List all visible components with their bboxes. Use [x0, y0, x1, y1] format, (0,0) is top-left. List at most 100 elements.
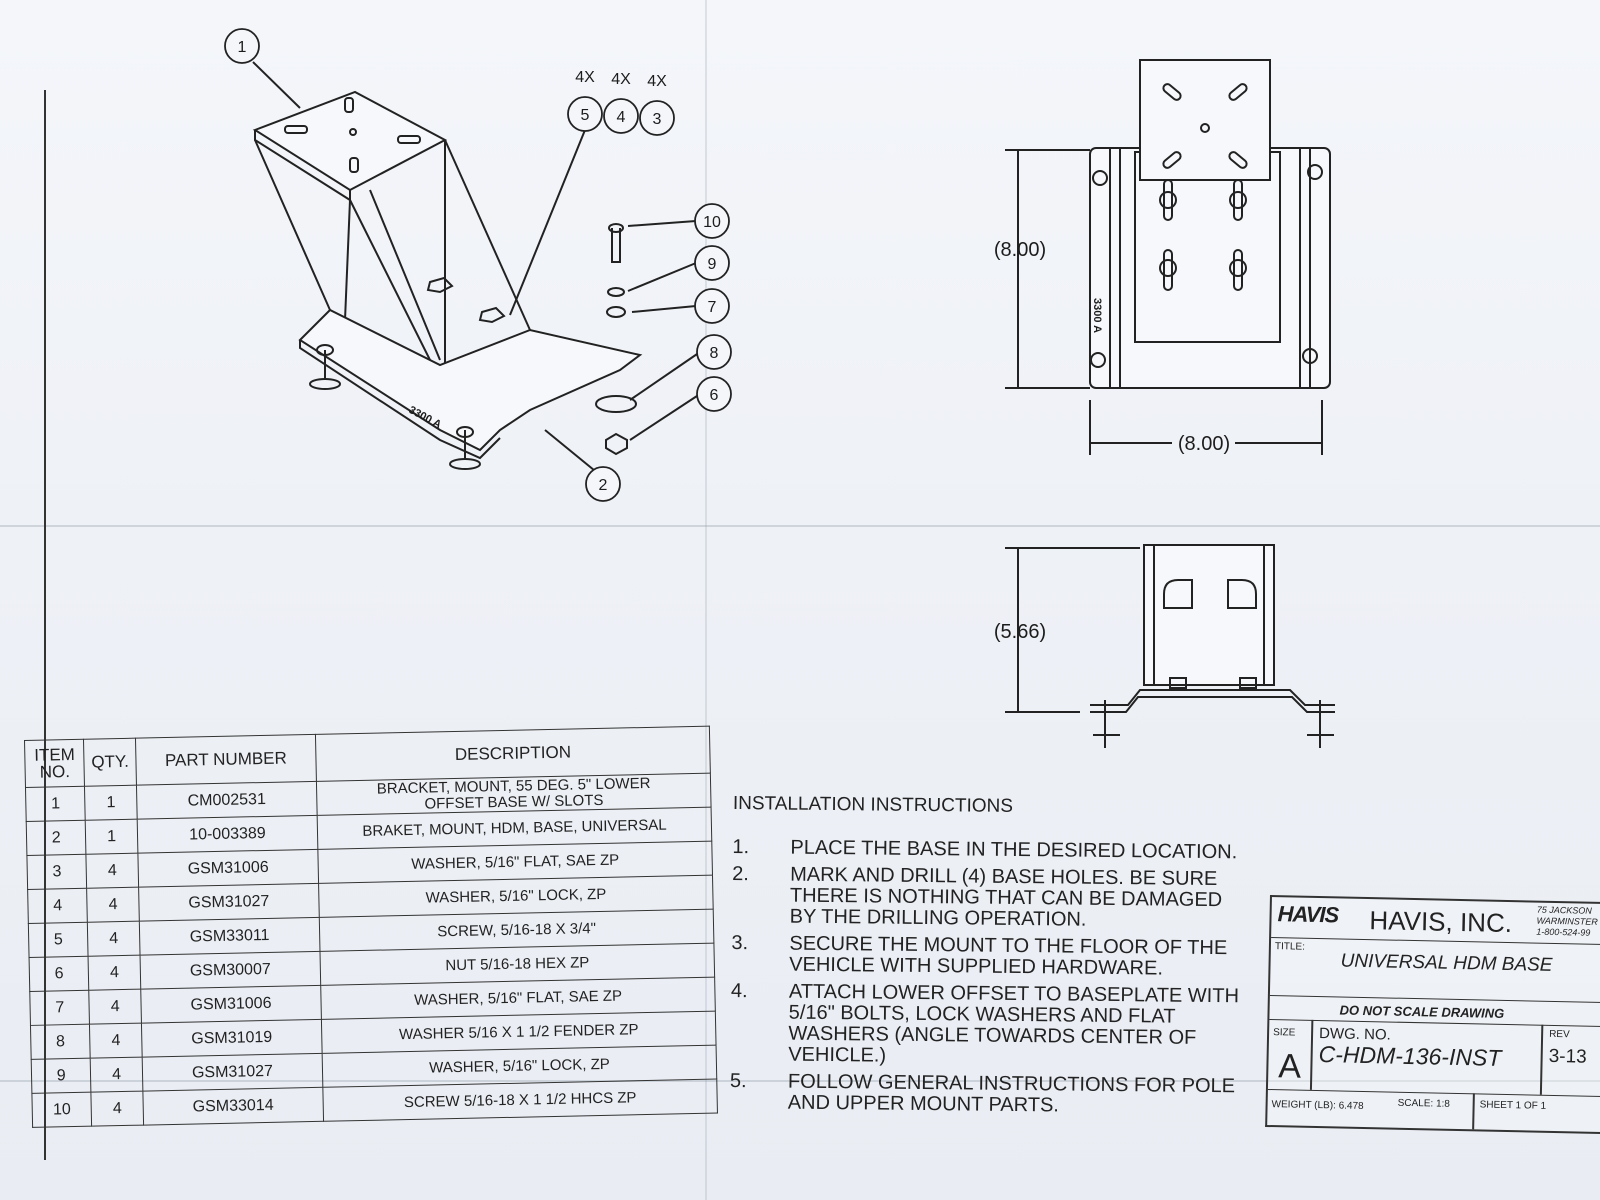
- bom-header-qty: QTY.: [83, 738, 137, 787]
- bom-item: 6: [29, 956, 90, 992]
- sheet-size: A: [1278, 1047, 1302, 1086]
- weight-label-text: WEIGHT (LB):: [1271, 1099, 1336, 1112]
- callout-5: 5: [581, 107, 590, 124]
- qty-label-4x: 4X: [611, 71, 631, 88]
- weight-label: WEIGHT (LB): 6.478: [1271, 1099, 1363, 1112]
- bom-part-number: GSM31006: [137, 849, 319, 888]
- step-text: PLACE THE BASE IN THE DESIRED LOCATION.: [790, 836, 1238, 864]
- bom-qty: 4: [86, 853, 139, 889]
- bom-qty: 1: [84, 785, 137, 821]
- sheet-number: SHEET 1 OF 1: [1479, 1099, 1547, 1112]
- bom-qty: 4: [90, 1057, 143, 1093]
- paper-crease: [0, 525, 1600, 527]
- step-text: MARK AND DRILL (4) BASE HOLES. BE SURE T…: [789, 863, 1223, 931]
- side-view: [1005, 544, 1335, 748]
- bom-part-number: GSM30007: [139, 951, 321, 990]
- havis-logo: HAVIS: [1277, 901, 1339, 928]
- bom-part-number: GSM31019: [141, 1019, 323, 1058]
- revision: 3-13: [1548, 1045, 1587, 1068]
- bom-item: 4: [27, 888, 88, 924]
- bom-header-part-number: PART NUMBER: [135, 734, 317, 786]
- instruction-step: 3. SECURE THE MOUNT TO THE FLOOR OF THE …: [731, 931, 1251, 980]
- qty-label-4x: 4X: [647, 73, 667, 90]
- title-block: HAVIS HAVIS, INC. 75 JACKSON WARMINSTER …: [1265, 895, 1600, 1135]
- callout-9: 9: [708, 256, 717, 273]
- do-not-scale-note: DO NOT SCALE DRAWING: [1339, 1002, 1505, 1021]
- bom-part-number: 10-003389: [136, 815, 318, 854]
- step-text: SECURE THE MOUNT TO THE FLOOR OF THE VEH…: [789, 932, 1228, 980]
- dimension-width: (8.00): [1178, 433, 1230, 455]
- bom-item: 9: [31, 1058, 92, 1094]
- step-number: 2.: [732, 862, 749, 886]
- drawing-title: UNIVERSAL HDM BASE: [1340, 950, 1553, 976]
- instruction-step: 5. FOLLOW GENERAL INSTRUCTIONS FOR POLE …: [729, 1069, 1250, 1118]
- bom-qty: 4: [89, 989, 142, 1025]
- instructions-title: INSTALLATION INSTRUCTIONS: [732, 793, 1014, 817]
- bill-of-materials-table: ITEM NO. QTY. PART NUMBER DESCRIPTION 1 …: [24, 726, 718, 1128]
- bom-qty: 4: [87, 887, 140, 923]
- callout-6: 6: [710, 387, 719, 404]
- callout-1: 1: [238, 39, 247, 56]
- part-marking: 3300 A: [1091, 298, 1103, 333]
- bom-qty: 4: [88, 955, 141, 991]
- divider: [1472, 1093, 1475, 1130]
- bom-header-description: DESCRIPTION: [315, 726, 711, 782]
- step-number: 4.: [730, 979, 748, 1003]
- bom-part-number: GSM33014: [142, 1087, 324, 1126]
- bom-item: 3: [26, 854, 88, 890]
- bom-qty: 1: [85, 819, 138, 855]
- revision-label: REV: [1549, 1028, 1570, 1041]
- step-number: 1.: [732, 835, 750, 859]
- drawing-border: [44, 90, 46, 1160]
- scale-label: SCALE: 1:8: [1397, 1097, 1451, 1110]
- bom-header-item: ITEM NO.: [24, 739, 85, 788]
- bom-item: 7: [29, 990, 90, 1026]
- bom-item: 8: [30, 1024, 91, 1060]
- title-label: TITLE:: [1274, 941, 1306, 953]
- step-text: FOLLOW GENERAL INSTRUCTIONS FOR POLE AND…: [787, 1070, 1236, 1117]
- step-text: ATTACH LOWER OFFSET TO BASEPLATE WITH 5/…: [788, 980, 1240, 1067]
- callout-10: 10: [703, 214, 721, 231]
- bom-part-number: CM002531: [136, 781, 318, 820]
- bom-part-number: GSM33011: [139, 917, 321, 956]
- callout-3: 3: [653, 111, 662, 128]
- drawing-number: C-HDM-136-INST: [1318, 1041, 1502, 1071]
- callout-4: 4: [617, 109, 626, 126]
- paper-crease: [705, 0, 707, 1200]
- company-name: HAVIS, INC.: [1369, 905, 1513, 939]
- bom-qty: 4: [89, 1023, 142, 1059]
- bom-item: 1: [25, 786, 86, 822]
- divider: [1539, 1024, 1543, 1095]
- qty-label-4x: 4X: [575, 69, 595, 86]
- company-address: 75 JACKSON WARMINSTER 1-800-524-99: [1536, 905, 1598, 939]
- bom-qty: 4: [87, 921, 140, 957]
- instruction-step: 4. ATTACH LOWER OFFSET TO BASEPLATE WITH…: [730, 979, 1251, 1070]
- bom-qty: 4: [91, 1091, 144, 1127]
- bom-item: 5: [28, 922, 89, 958]
- instruction-step: 2. MARK AND DRILL (4) BASE HOLES. BE SUR…: [732, 862, 1253, 932]
- bom-part-number: GSM31027: [138, 883, 320, 922]
- phone-number: 1-800-524-99: [1536, 926, 1591, 938]
- callout-2: 2: [599, 477, 608, 494]
- installation-instructions: INSTALLATION INSTRUCTIONS 1. PLACE THE B…: [730, 793, 1253, 1124]
- bom-part-number: GSM31027: [141, 1053, 323, 1092]
- bom-item: 2: [26, 820, 87, 856]
- divider: [1309, 1019, 1313, 1090]
- step-number: 3.: [731, 931, 749, 955]
- bom-item: 10: [31, 1092, 93, 1128]
- divider: [1271, 937, 1600, 946]
- bom-part-number: GSM31006: [140, 985, 322, 1024]
- instruction-step: 1. PLACE THE BASE IN THE DESIRED LOCATIO…: [732, 835, 1252, 864]
- divider: [1267, 1088, 1600, 1098]
- weight-value: 6.478: [1338, 1100, 1364, 1113]
- step-number: 5.: [729, 1069, 747, 1093]
- divider: [1269, 995, 1600, 1004]
- callout-8: 8: [710, 345, 719, 362]
- dimension-side-height: (5.66): [994, 621, 1046, 643]
- paper-crease: [0, 1080, 1600, 1082]
- dimension-height: (8.00): [994, 239, 1046, 261]
- size-label: SIZE: [1273, 1027, 1296, 1039]
- top-view: [1005, 59, 1331, 455]
